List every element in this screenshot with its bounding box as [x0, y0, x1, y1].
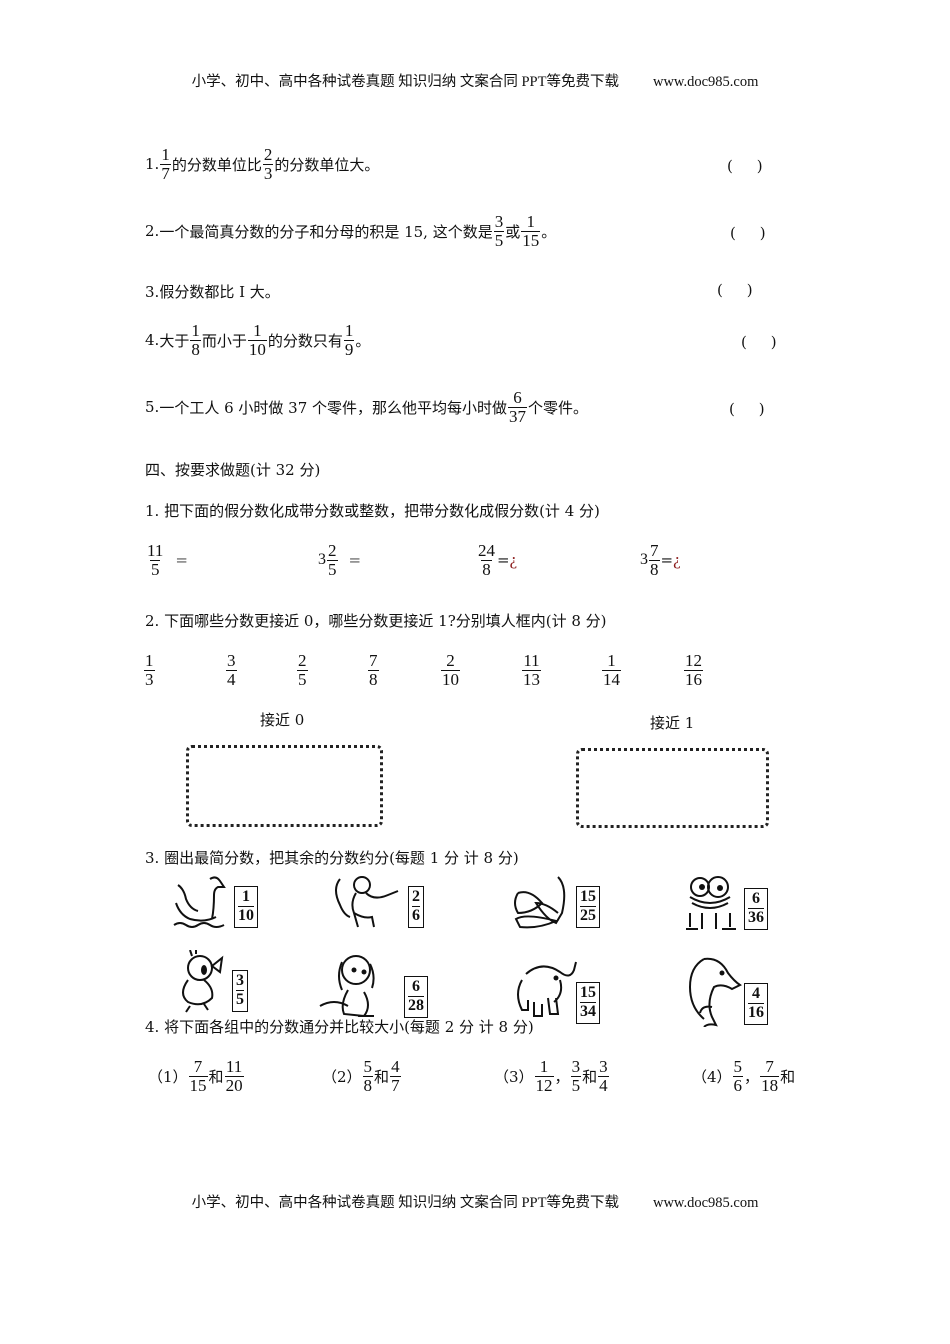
box-label-near-1: 接近 1	[650, 714, 695, 732]
item-number: 4.	[145, 331, 160, 350]
page-header: 小学、初中、高中各种试卷真题 知识归纳 文案合同 PPT等免费下载 www.doc…	[0, 70, 950, 91]
footer-text: 小学、初中、高中各种试卷真题 知识归纳 文案合同 PPT等免费下载	[191, 1195, 619, 1211]
footer-site: www.doc985.com	[652, 1195, 759, 1211]
answer-paren-5[interactable]: ( )	[729, 400, 765, 418]
item-text: 的分数只有	[267, 331, 343, 350]
header-text: 小学、初中、高中各种试卷真题 知识归纳 文案合同 PPT等免费下载	[191, 74, 619, 90]
item-text: 大于	[159, 331, 190, 350]
item-number: 2.	[145, 222, 160, 241]
elephant-icon	[517, 961, 577, 1017]
swan-icon	[173, 876, 226, 928]
monkey-icon	[335, 876, 399, 928]
judge-item-3: 3. 假分数都比 I 大。	[145, 281, 280, 302]
item-text: 假分数都比 I 大。	[159, 283, 280, 301]
item-text: 。	[355, 331, 371, 350]
butterfly-icon	[514, 876, 566, 929]
duckling-icon	[182, 950, 224, 1013]
item-text: 而小于	[201, 331, 247, 350]
item-text: 个零件。	[528, 398, 589, 417]
puppy-icon	[319, 955, 375, 1018]
item-number: 1.	[145, 155, 160, 174]
item-text: 。	[541, 222, 557, 241]
item-text: 一个工人 6 小时做 37 个零件，那么他平均每小时做	[159, 398, 508, 417]
q4-title: 4. 将下面各组中的分数通分并比较大小(每题 2 分 计 8 分)	[145, 1018, 534, 1036]
page-footer: 小学、初中、高中各种试卷真题 知识归纳 文案合同 PPT等免费下载 www.doc…	[0, 1191, 950, 1212]
header-site: www.doc985.com	[652, 74, 759, 90]
frog-icon	[686, 876, 736, 930]
dolphin-icon	[688, 957, 742, 1027]
answer-paren-3[interactable]: ( )	[717, 281, 753, 299]
answer-box-near-1[interactable]	[576, 748, 769, 828]
answer-paren-4[interactable]: ( )	[741, 333, 777, 351]
q2-title: 2. 下面哪些分数更接近 0，哪些分数更接近 1?分别填人框内(计 8 分)	[145, 612, 607, 630]
q3-title: 3. 圈出最简分数，把其余的分数约分(每题 1 分 计 8 分)	[145, 849, 519, 867]
box-label-near-0: 接近 0	[260, 711, 305, 729]
answer-paren-2[interactable]: ( )	[730, 224, 766, 242]
answer-box-near-0[interactable]	[186, 745, 383, 827]
answer-paren-1[interactable]: ( )	[727, 157, 763, 175]
item-text: 一个最简真分数的分子和分母的积是 15, 这个数是	[159, 222, 493, 241]
section-title: 四、按要求做题(计 32 分)	[145, 461, 321, 479]
item-number: 3.	[145, 282, 160, 301]
q1-title: 1. 把下面的假分数化成带分数或整数，把带分数化成假分数(计 4 分)	[145, 502, 600, 520]
item-number: 5.	[145, 398, 160, 417]
item-text: 的分数单位大。	[274, 155, 380, 174]
item-text: 的分数单位比	[171, 155, 262, 174]
item-text: 或	[505, 222, 521, 241]
